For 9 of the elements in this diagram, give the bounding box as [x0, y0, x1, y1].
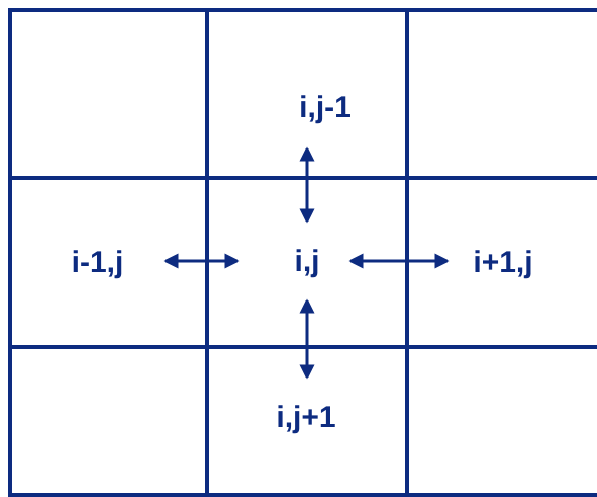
grid-index-label: i+1,j [473, 244, 533, 280]
double-arrow [300, 146, 314, 224]
grid-index-label: i,j [293, 244, 320, 280]
grid-index-label: i-1,j [72, 244, 124, 280]
grid-index-label: i,j+1 [276, 400, 336, 436]
double-arrow [300, 298, 314, 380]
double-arrow [348, 254, 450, 268]
double-arrow [164, 254, 240, 268]
grid-index-label: i,j-1 [299, 90, 351, 126]
